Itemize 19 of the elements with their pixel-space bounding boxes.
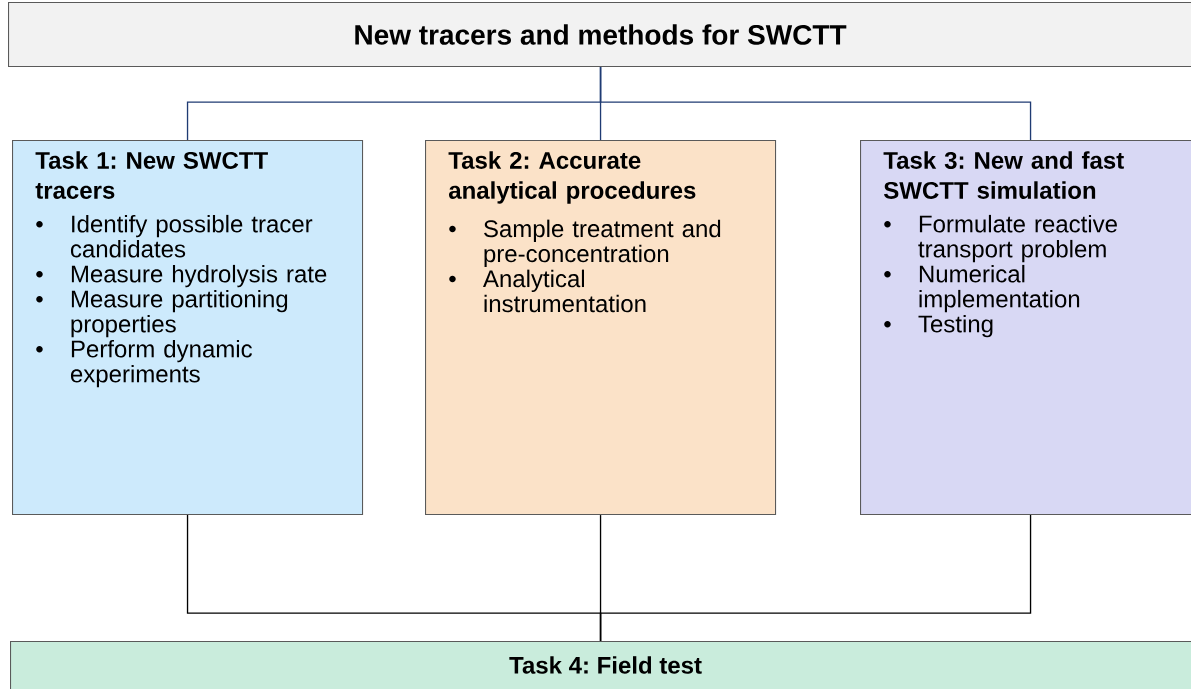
- task-box: [425, 140, 777, 516]
- bullet-item: • Measure partitioning properties: [36, 289, 288, 338]
- bullet-item: • Perform dynamic experiments: [36, 339, 252, 388]
- title-box: New tracers and methods for SWCTT: [8, 2, 1191, 68]
- task-box: [860, 140, 1191, 516]
- bullet-item: • Measure hydrolysis rate: [36, 264, 327, 288]
- task-heading: Task 3: New and fast SWCTT simulation: [883, 151, 1124, 199]
- bullet-item: • Numerical implementation: [884, 264, 1080, 313]
- bullet-item: • Identify possible tracer candidates: [36, 214, 313, 258]
- connector-line: [599, 514, 1032, 642]
- task-band: Task 4: Field test: [10, 641, 1191, 689]
- task-heading: Task 2: Accurate analytical procedures: [448, 151, 696, 204]
- task-box: [12, 140, 364, 516]
- bullet-item: • Analytical instrumentation: [449, 269, 646, 313]
- bullet-item: • Testing: [884, 314, 993, 338]
- bullet-item: • Formulate reactive transport problem: [884, 214, 1117, 263]
- bullet-item: • Sample treatment and pre-concentration: [449, 219, 721, 267]
- connector-line: [599, 66, 1032, 141]
- task-heading: Task 1: New SWCTT tracers: [35, 151, 268, 199]
